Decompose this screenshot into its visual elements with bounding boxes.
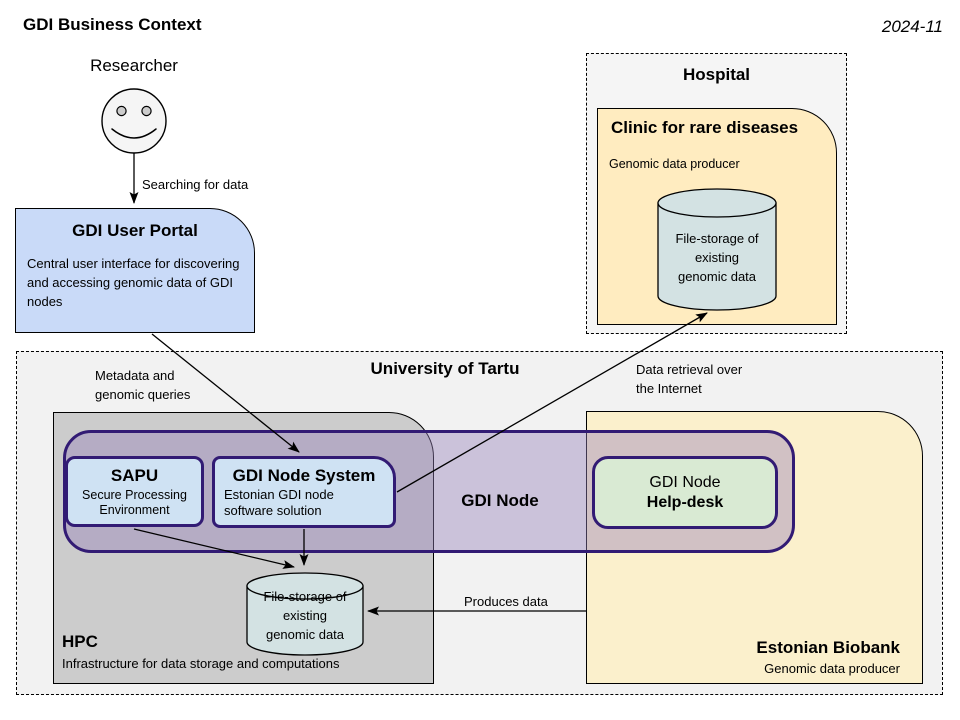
gdi-node-system-box: GDI Node System Estonian GDI node softwa…	[212, 456, 396, 528]
clinic-box: Clinic for rare diseases Genomic data pr…	[597, 108, 837, 325]
clinic-title: Clinic for rare diseases	[611, 118, 799, 137]
researcher-smiley-icon	[101, 88, 167, 154]
gdi-user-portal-box: GDI User Portal Central user interface f…	[15, 208, 255, 333]
gdi-user-portal-title: GDI User Portal	[72, 221, 198, 240]
date-label: 2024-11	[881, 17, 943, 36]
gdi-user-portal-body: Central user interface for discovering a…	[27, 256, 240, 309]
hpc-subtitle: Infrastructure for data storage and comp…	[62, 656, 340, 671]
edge-label-metadata: Metadata and genomic queries	[95, 368, 191, 402]
hpc-title: HPC	[62, 632, 98, 651]
edge-label-retrieval: Data retrieval over the Internet	[636, 362, 743, 396]
sapu-title: SAPU	[110, 465, 159, 485]
university-of-tartu-title: University of Tartu	[370, 359, 520, 378]
gdi-node-system-title: GDI Node System	[232, 465, 376, 485]
hpc-storage-label: File-storage of existing genomic data	[263, 589, 347, 642]
gdi-node-system-subtitle: Estonian GDI node software solution	[224, 486, 334, 518]
hospital-title: Hospital	[682, 65, 751, 84]
helpdesk-line1: GDI Node	[649, 473, 721, 491]
edge-label-searching: Searching for data	[142, 177, 249, 192]
helpdesk-line2: Help-desk	[646, 493, 724, 511]
estonian-biobank-subtitle: Genomic data producer	[764, 661, 900, 676]
gdi-node-label: GDI Node	[461, 491, 539, 510]
researcher-label: Researcher	[90, 56, 178, 75]
hospital-storage-label: File-storage of existing genomic data	[675, 231, 759, 284]
gdi-node-helpdesk-box: GDI Node Help-desk	[592, 456, 778, 529]
page-title: GDI Business Context	[23, 15, 202, 34]
sapu-box: SAPU Secure Processing Environment	[65, 456, 204, 527]
clinic-subtitle: Genomic data producer	[609, 157, 740, 171]
estonian-biobank-title: Estonian Biobank	[756, 638, 900, 657]
edge-label-produces: Produces data	[464, 594, 548, 609]
sapu-subtitle: Secure Processing Environment	[82, 487, 187, 517]
